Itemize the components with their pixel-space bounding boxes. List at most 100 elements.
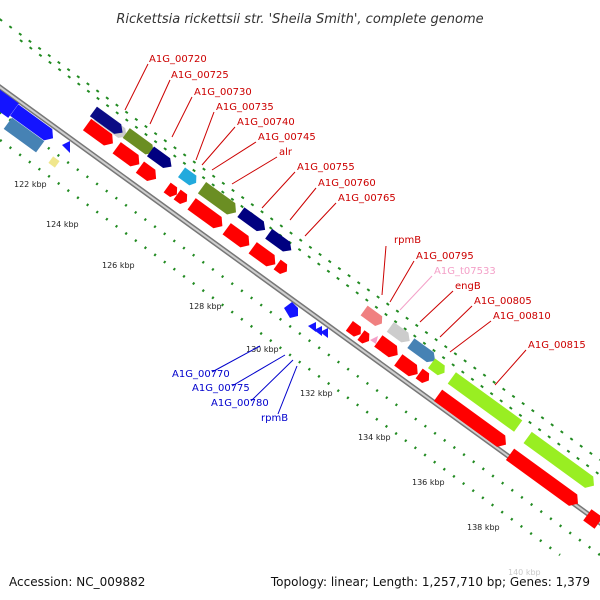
label-leader-line bbox=[289, 187, 317, 221]
gene-feature[interactable] bbox=[505, 448, 582, 510]
label-leader-line bbox=[171, 96, 193, 138]
gene-label[interactable]: A1G_00725 bbox=[171, 70, 229, 81]
label-leader-line bbox=[494, 349, 527, 386]
gene-feature[interactable] bbox=[187, 198, 227, 232]
tick-marks: 122 kbp 124 kbp 126 kbp 128 kbp 130 kbp 132 k… bbox=[0, 18, 600, 577]
label-leader-line bbox=[124, 63, 149, 111]
gene-label[interactable]: engB bbox=[455, 281, 481, 292]
tick-label: 138 kbp bbox=[467, 523, 500, 532]
gene-feature[interactable] bbox=[523, 431, 599, 492]
gene-label[interactable]: A1G_00760 bbox=[318, 178, 376, 189]
gene-label[interactable]: A1G_00795 bbox=[416, 251, 474, 262]
gene-feature[interactable] bbox=[394, 354, 422, 379]
gene-label[interactable]: A1G_00730 bbox=[194, 87, 252, 98]
gene-feature[interactable] bbox=[10, 104, 57, 144]
gene-feature[interactable] bbox=[273, 259, 291, 277]
gene-feature[interactable] bbox=[248, 242, 280, 270]
genome-summary-text: Topology: linear; Length: 1,257,710 bp; … bbox=[270, 575, 590, 589]
gene-feature[interactable] bbox=[265, 228, 295, 255]
label-leader-line bbox=[261, 171, 296, 209]
gene-feature[interactable] bbox=[433, 389, 510, 451]
gene-feature[interactable] bbox=[237, 207, 268, 234]
tick-ruler bbox=[0, 138, 561, 557]
gene-feature[interactable] bbox=[370, 336, 378, 344]
gene-feature[interactable] bbox=[320, 328, 328, 338]
gene-label[interactable]: rpmB bbox=[394, 235, 421, 246]
accession-text: Accession: NC_009882 bbox=[9, 575, 145, 589]
gene-feature[interactable] bbox=[146, 146, 175, 172]
gene-label[interactable]: A1G_00720 bbox=[149, 54, 207, 65]
gene-feature[interactable] bbox=[82, 118, 117, 149]
label-leader-line bbox=[304, 202, 337, 237]
label-leader-line bbox=[381, 245, 387, 296]
label-leader-line bbox=[439, 305, 473, 338]
gene-feature[interactable] bbox=[583, 509, 600, 529]
genome-backbone bbox=[0, 84, 600, 526]
gene-feature[interactable] bbox=[122, 128, 158, 158]
gene-label[interactable]: alr bbox=[279, 147, 293, 158]
map-title: Rickettsia rickettsii str. 'Sheila Smith… bbox=[116, 12, 483, 27]
label-leader-line bbox=[399, 275, 433, 311]
gene-label[interactable]: A1G_00815 bbox=[528, 340, 586, 351]
gene-feature[interactable] bbox=[222, 223, 254, 251]
gene-feature[interactable] bbox=[3, 117, 45, 153]
gene-feature[interactable] bbox=[314, 326, 322, 336]
gene-label[interactable]: A1G_00755 bbox=[297, 162, 355, 173]
gene-feature[interactable] bbox=[48, 156, 60, 168]
tick-label: 132 kbp bbox=[300, 389, 333, 398]
gene-feature[interactable] bbox=[0, 88, 19, 118]
label-leader-line bbox=[149, 79, 171, 125]
gene-feature[interactable] bbox=[407, 338, 438, 365]
gene-feature[interactable] bbox=[447, 372, 523, 432]
gene-feature[interactable] bbox=[284, 302, 298, 318]
gene-feature[interactable] bbox=[428, 358, 448, 377]
label-leader-line bbox=[201, 126, 236, 166]
label-leader-line bbox=[250, 359, 294, 402]
tick-label: 122 kbp bbox=[14, 180, 47, 189]
gene-feature[interactable] bbox=[197, 181, 240, 218]
gene-feature[interactable] bbox=[360, 305, 386, 329]
gene-label[interactable]: A1G_00740 bbox=[237, 117, 295, 128]
label-leader-lines bbox=[124, 63, 527, 415]
gene-feature[interactable] bbox=[163, 182, 181, 200]
label-leader-line bbox=[449, 320, 492, 353]
gene-label[interactable]: A1G_00770 bbox=[172, 369, 230, 380]
gene-label[interactable]: A1G_00810 bbox=[493, 311, 551, 322]
tick-label: 124 kbp bbox=[46, 220, 79, 229]
gene-label[interactable]: A1G_t07533 bbox=[434, 266, 496, 277]
tick-label: 140 kbp bbox=[508, 568, 541, 577]
tick-label: 126 kbp bbox=[102, 261, 135, 270]
gene-label[interactable]: rpmB bbox=[261, 413, 288, 424]
gene-label[interactable]: A1G_00805 bbox=[474, 296, 532, 307]
label-leader-line bbox=[277, 365, 298, 415]
label-leader-line bbox=[419, 290, 454, 323]
gene-feature[interactable] bbox=[89, 106, 126, 138]
label-leader-line bbox=[211, 141, 257, 171]
gene-feature[interactable] bbox=[374, 335, 402, 360]
gene-feature[interactable] bbox=[345, 321, 364, 339]
gene-features bbox=[0, 88, 600, 529]
gene-labels: A1G_00720A1G_00725A1G_00730A1G_00735A1G_… bbox=[149, 54, 586, 424]
tick-label: 130 kbp bbox=[246, 345, 279, 354]
gene-label[interactable]: A1G_00745 bbox=[258, 132, 316, 143]
label-leader-line bbox=[231, 156, 278, 185]
gene-feature[interactable] bbox=[173, 189, 191, 207]
gene-label[interactable]: A1G_00775 bbox=[192, 383, 250, 394]
gene-feature[interactable] bbox=[386, 322, 413, 346]
gene-label[interactable]: A1G_00780 bbox=[211, 398, 269, 409]
label-leader-line bbox=[195, 111, 215, 161]
gene-feature[interactable] bbox=[135, 161, 160, 184]
gene-feature[interactable] bbox=[308, 322, 316, 332]
gene-feature[interactable] bbox=[415, 368, 433, 386]
gene-feature[interactable] bbox=[62, 141, 70, 153]
tick-label: 128 kbp bbox=[189, 302, 222, 311]
label-leader-line bbox=[389, 260, 415, 303]
gene-label[interactable]: A1G_00765 bbox=[338, 193, 396, 204]
gene-label[interactable]: A1G_00735 bbox=[216, 102, 274, 113]
gene-feature[interactable] bbox=[178, 167, 200, 187]
gene-feature[interactable] bbox=[357, 330, 372, 346]
label-leader-line bbox=[231, 354, 286, 387]
tick-label: 136 kbp bbox=[412, 478, 445, 487]
gene-feature[interactable] bbox=[112, 142, 144, 170]
